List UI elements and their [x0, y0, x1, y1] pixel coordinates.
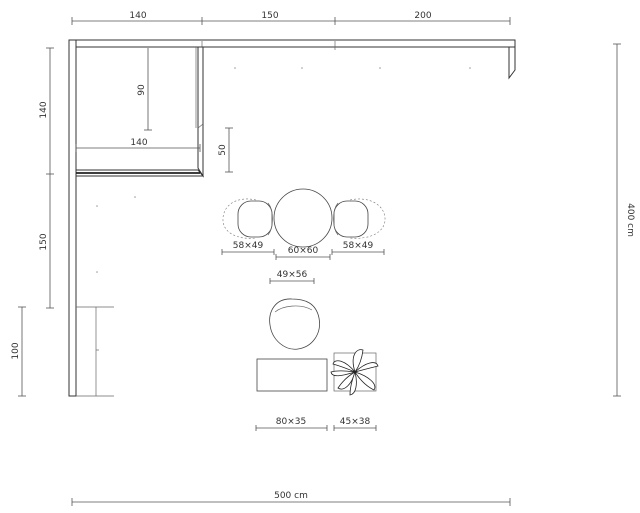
walls — [68, 39, 516, 397]
bottom-dimension: 500 cm — [71, 491, 511, 506]
round-table — [273, 188, 333, 248]
dim-inner-50: 50 — [218, 144, 228, 156]
chair-left — [222, 198, 273, 239]
dim-left-100: 100 — [11, 342, 21, 359]
dim-left-140: 140 — [39, 101, 49, 118]
dim-right-400: 400 cm — [625, 203, 635, 237]
inner-dim-90: 90 — [137, 48, 152, 131]
right-dimension: 400 cm — [613, 43, 635, 397]
label-chair-left: 58×49 — [233, 241, 264, 251]
top-dimensions: 140 150 200 — [71, 11, 511, 25]
dim-top-150: 150 — [261, 11, 278, 21]
inner-dim-140: 140 — [75, 138, 201, 152]
dim-inner-90: 90 — [137, 84, 147, 96]
bench: 80×35 — [255, 358, 328, 431]
label-plant: 45×38 — [340, 417, 371, 427]
label-bench: 80×35 — [276, 417, 306, 427]
plant: 45×38 — [330, 349, 379, 431]
label-table: 60×60 — [288, 246, 319, 256]
chair-right — [333, 198, 386, 239]
dim-top-140: 140 — [129, 11, 146, 21]
inner-dim-50: 50 — [218, 127, 233, 173]
light-points — [96, 67, 471, 273]
dining-set: 58×49 60×60 58×49 — [221, 188, 386, 260]
dim-top-200: 200 — [414, 11, 431, 21]
armchair: 49×56 — [269, 270, 320, 350]
dim-bottom-500: 500 cm — [274, 491, 308, 501]
label-armchair: 49×56 — [277, 270, 308, 280]
dim-left-150: 150 — [39, 233, 49, 250]
label-chair-right: 58×49 — [343, 241, 374, 251]
dim-inner-140: 140 — [130, 138, 147, 148]
left-dimensions: 140 150 100 — [11, 47, 54, 397]
